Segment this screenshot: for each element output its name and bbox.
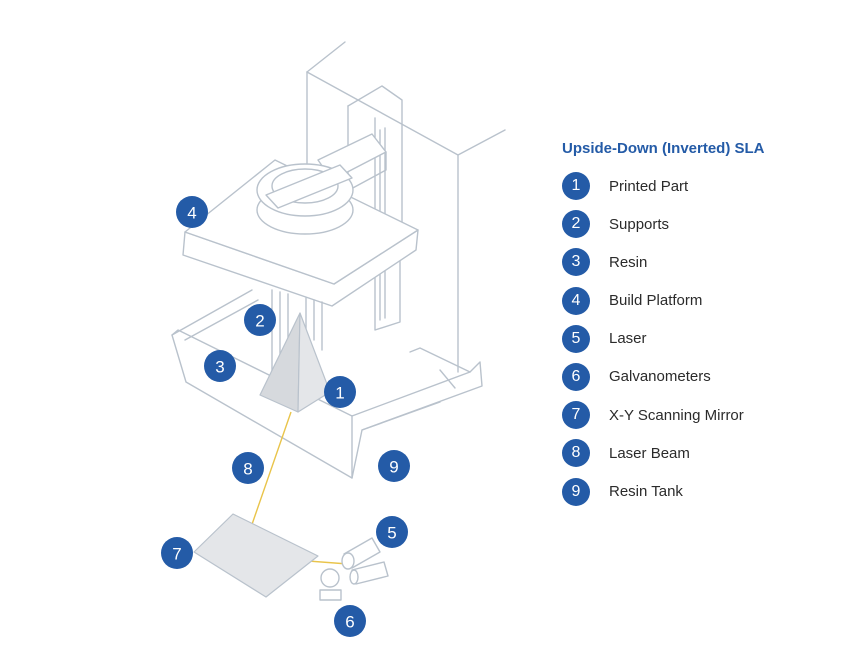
legend-item-supports: 2 Supports: [562, 209, 832, 239]
legend-item-laser-beam: 8 Laser Beam: [562, 438, 832, 468]
legend-number: 8: [562, 439, 590, 468]
legend-item-scanning-mirror: 7 X-Y Scanning Mirror: [562, 400, 832, 430]
legend-item-resin-tank: 9 Resin Tank: [562, 477, 832, 507]
galvanometers: [319, 561, 389, 601]
legend-number: 3: [562, 248, 590, 277]
legend-number: 5: [562, 324, 590, 353]
legend-label: Build Platform: [609, 292, 703, 310]
marker-label: 8: [243, 460, 252, 479]
marker-laser: 5: [376, 516, 408, 548]
legend-item-resin: 3 Resin: [562, 247, 832, 277]
legend-label: Galvanometers: [609, 368, 711, 386]
legend-label: Printed Part: [609, 177, 689, 195]
legend-number: 2: [562, 210, 590, 239]
resin-tank: [171, 289, 483, 479]
marker-galvanometers: 6: [334, 605, 366, 637]
legend: Upside-Down (Inverted) SLA 1 Printed Par…: [562, 140, 832, 515]
marker-label: 5: [387, 524, 396, 543]
legend-item-printed-part: 1 Printed Part: [562, 171, 832, 201]
marker-build-platform: 4: [176, 196, 208, 228]
marker-label: 7: [172, 545, 181, 564]
legend-number: 6: [562, 362, 590, 391]
legend-label: Resin Tank: [609, 483, 683, 500]
build-platform: [182, 133, 419, 307]
marker-resin: 3: [204, 350, 236, 382]
legend-number: 1: [562, 172, 590, 200]
marker-label: 1: [335, 384, 344, 403]
legend-item-build-platform: 4 Build Platform: [562, 286, 832, 316]
marker-printed-part: 1: [324, 376, 356, 408]
marker-resin-tank: 9: [378, 450, 410, 482]
marker-label: 9: [389, 458, 398, 477]
legend-number: 9: [562, 477, 590, 506]
scanning-mirror: [193, 513, 319, 598]
marker-label: 6: [345, 613, 354, 632]
legend-label: Laser: [609, 330, 647, 348]
marker-label: 3: [215, 358, 224, 377]
marker-label: 4: [187, 204, 196, 223]
printed-part: [259, 312, 331, 413]
laser: [341, 537, 381, 570]
marker-laser-beam: 8: [232, 452, 264, 484]
legend-number: 4: [562, 286, 590, 315]
legend-item-laser: 5 Laser: [562, 324, 832, 354]
legend-label: Laser Beam: [609, 444, 690, 462]
marker-supports: 2: [244, 304, 276, 336]
legend-title: Upside-Down (Inverted) SLA: [562, 140, 765, 157]
legend-label: X-Y Scanning Mirror: [609, 406, 744, 424]
legend-label: Resin: [609, 253, 648, 271]
legend-item-galvanometers: 6 Galvanometers: [562, 362, 832, 392]
legend-label: Supports: [609, 215, 670, 233]
marker-label: 2: [255, 312, 264, 331]
marker-scanning-mirror: 7: [161, 537, 193, 569]
legend-number: 7: [562, 401, 590, 430]
